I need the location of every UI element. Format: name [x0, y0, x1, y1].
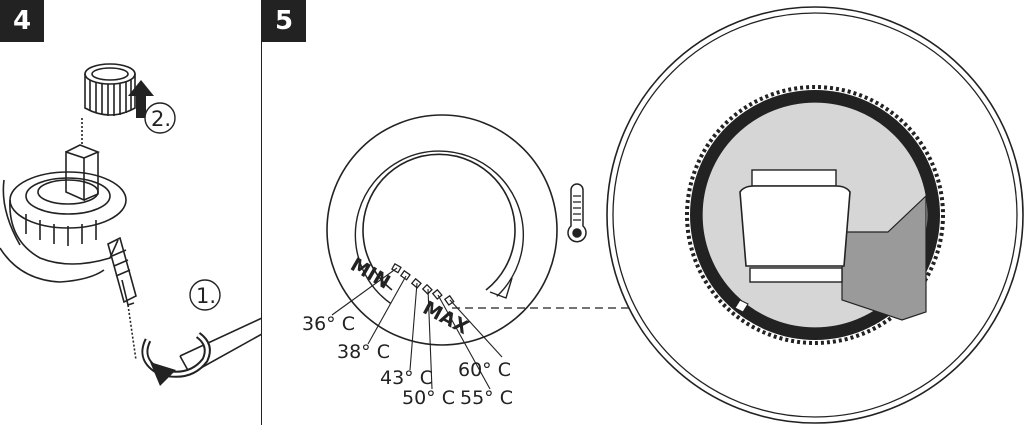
- step-5-panel: 5 MIN MAX: [261, 0, 1035, 425]
- lift-arrow-icon: [128, 80, 154, 118]
- step-5-badge: 5: [262, 0, 306, 42]
- step-5-illustration: MIN MAX 36° C 38° C 43° C 50° C 55° C 60…: [302, 6, 1024, 424]
- rotate-arrow-icon: [141, 332, 211, 386]
- temp-label-60: 60° C: [458, 359, 511, 381]
- temperature-dial: [326, 114, 558, 346]
- temp-label-55: 55° C: [460, 387, 513, 409]
- temp-label-43: 43° C: [380, 367, 433, 389]
- temp-label-36: 36° C: [302, 313, 355, 335]
- magnified-detail: [606, 6, 1024, 424]
- callout-2-circle: [144, 102, 176, 134]
- temp-label-50: 50° C: [402, 387, 455, 409]
- step-4-illustration: 2. 1.: [0, 63, 262, 386]
- knob-ring: [84, 63, 136, 116]
- callout-1-circle: [189, 279, 221, 311]
- thermometer-icon: [567, 183, 587, 243]
- callout-2-label: 2.: [151, 107, 171, 131]
- temp-label-38: 38° C: [337, 341, 390, 363]
- step-4-panel: 4: [0, 0, 262, 425]
- callout-1-label: 1.: [196, 284, 216, 308]
- step-4-badge: 4: [0, 0, 44, 42]
